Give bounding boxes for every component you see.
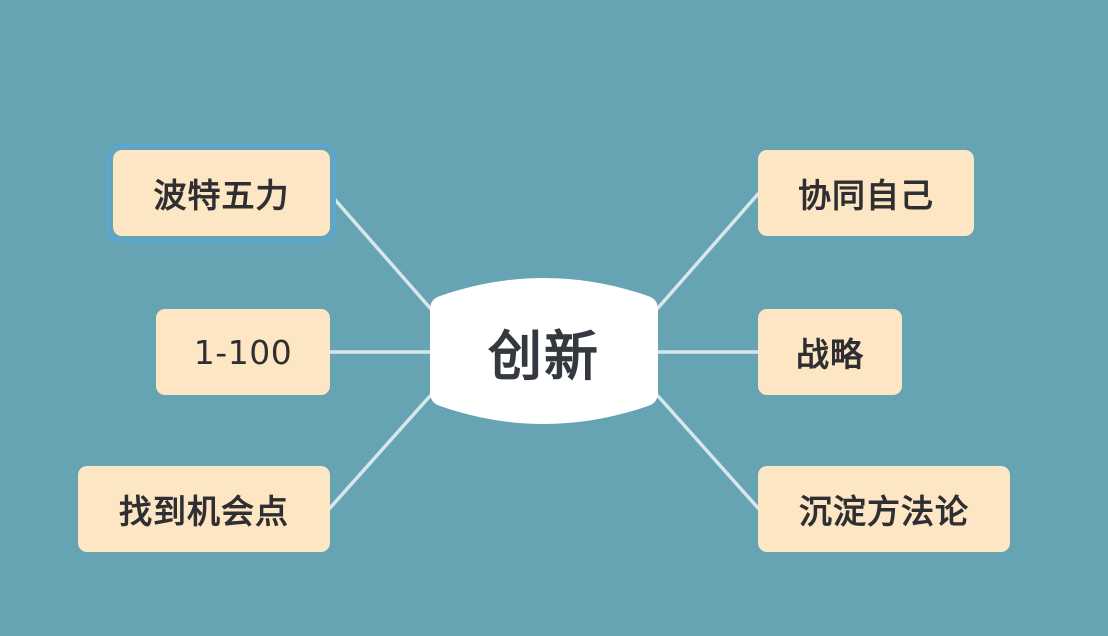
- connector-left-1: [328, 192, 432, 310]
- central-topic[interactable]: 创新: [430, 276, 658, 426]
- topic-left-2[interactable]: 1-100: [156, 309, 330, 395]
- topic-label: 找到机会点: [119, 492, 289, 531]
- topic-right-2[interactable]: 战略: [758, 309, 902, 395]
- central-topic-shape: [430, 278, 658, 424]
- topic-label: 波特五力: [153, 176, 290, 215]
- central-topic-label: 创新: [488, 324, 600, 388]
- topic-label: 1-100: [193, 332, 293, 372]
- topic-label: 协同自己: [798, 176, 934, 215]
- topic-left-1[interactable]: 波特五力: [113, 150, 330, 236]
- topic-label: 沉淀方法论: [799, 492, 969, 531]
- topic-label: 战略: [796, 335, 864, 374]
- topic-right-3[interactable]: 沉淀方法论: [758, 466, 1010, 552]
- connector-left-3: [328, 394, 432, 510]
- topic-left-3[interactable]: 找到机会点: [78, 466, 330, 552]
- connector-right-1: [656, 192, 760, 310]
- connector-right-3: [656, 394, 760, 510]
- topic-right-1[interactable]: 协同自己: [758, 150, 974, 236]
